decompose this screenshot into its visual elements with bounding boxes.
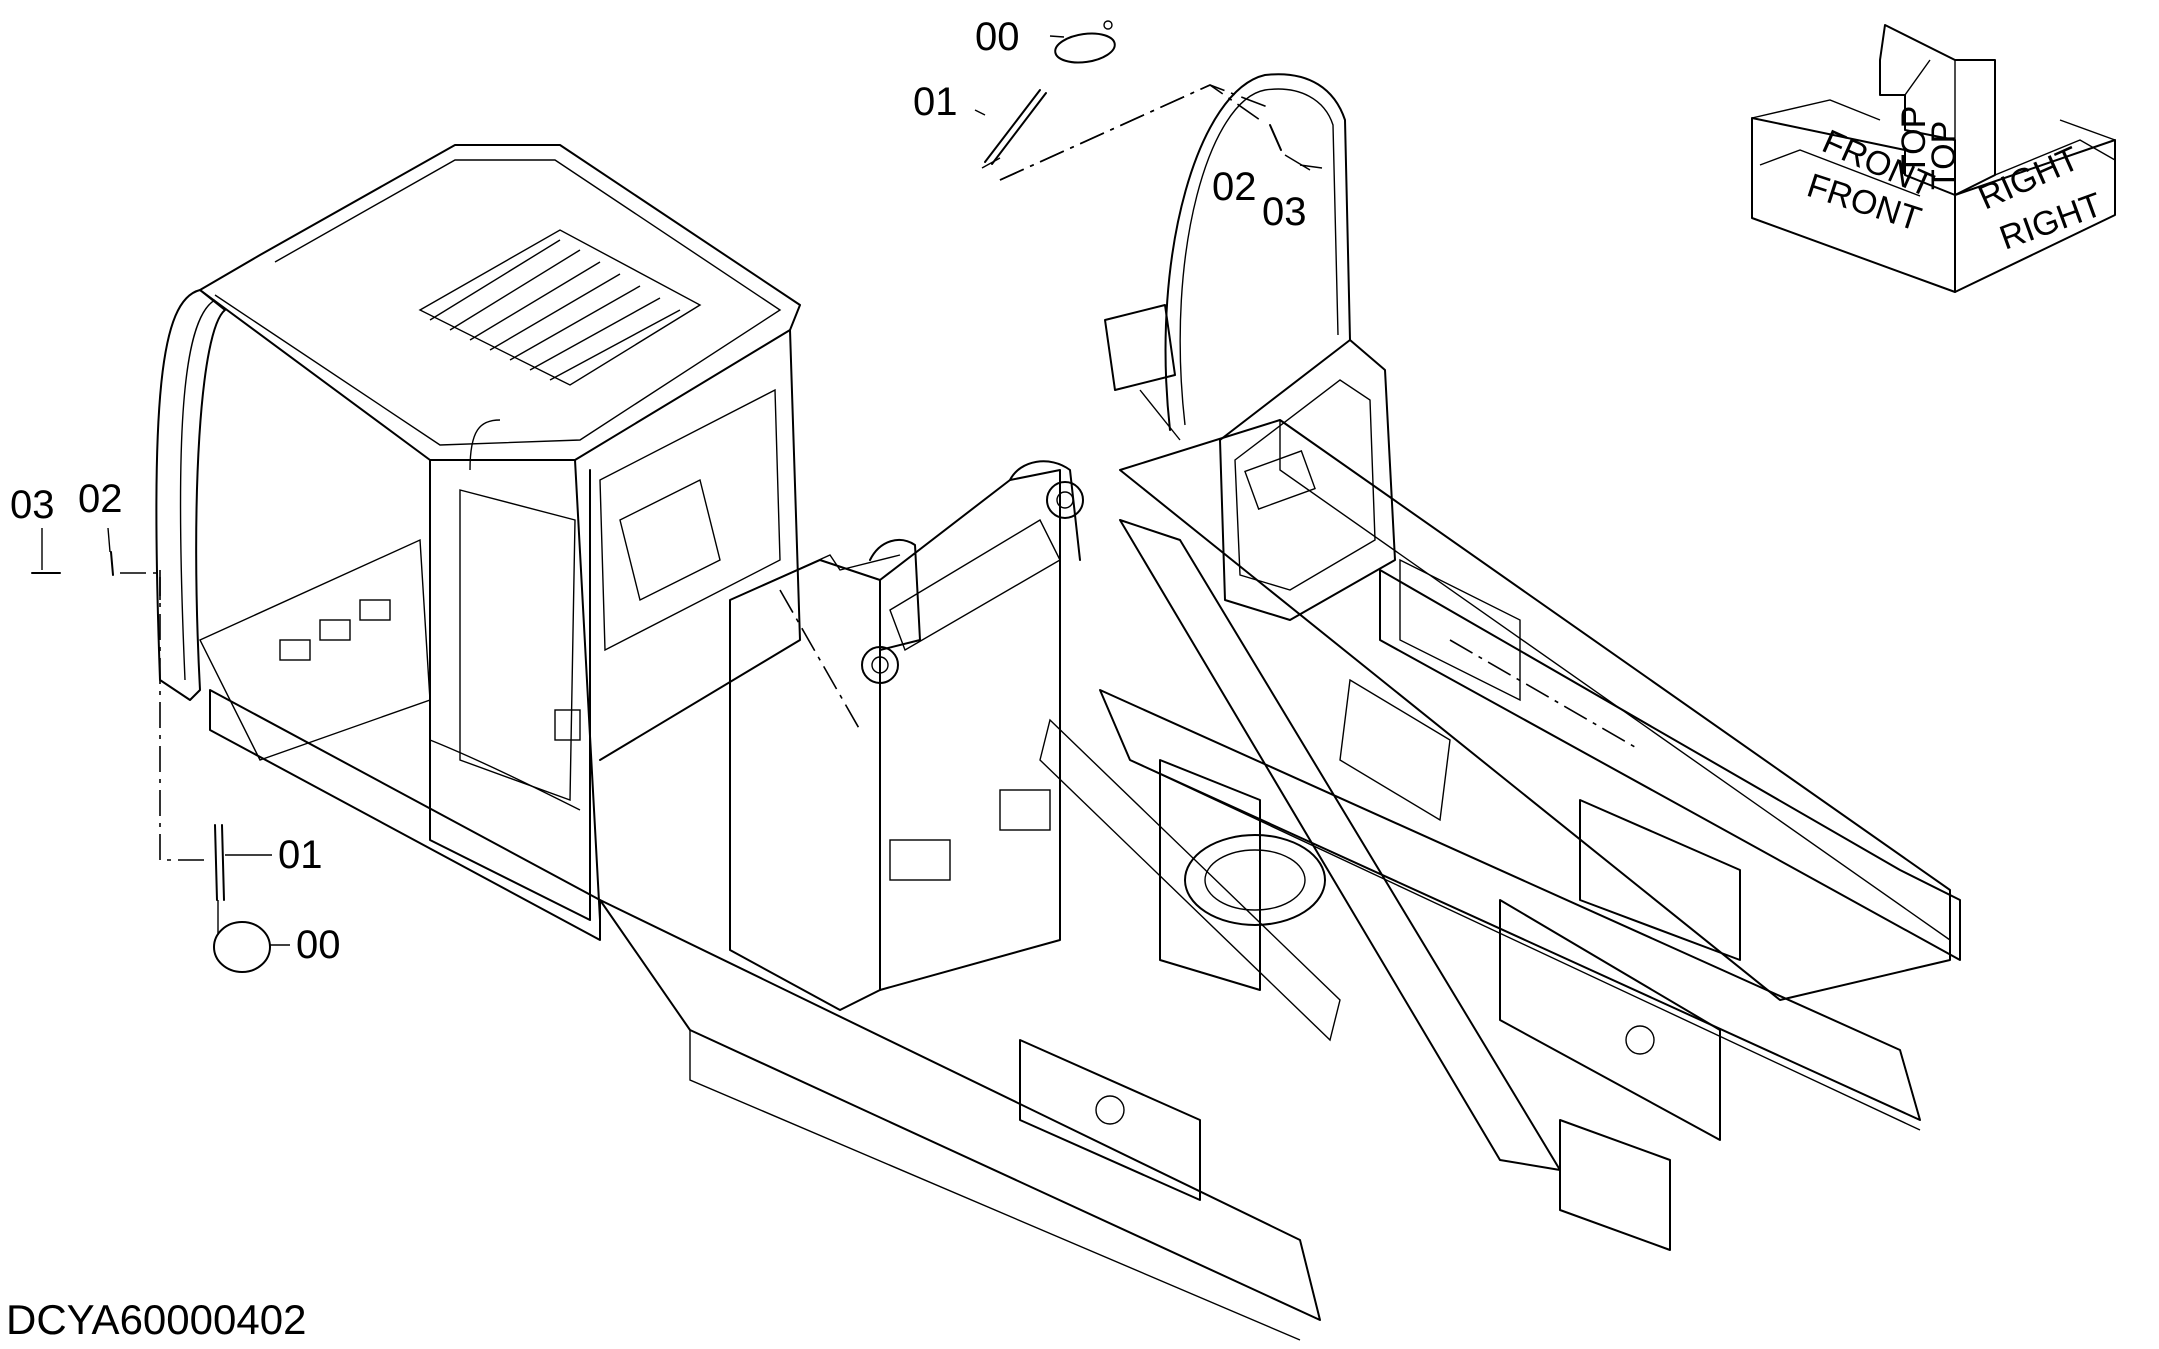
pin-part-02-right	[1269, 124, 1282, 151]
rod-part-01-top	[984, 89, 1041, 163]
callout-02-left: 02	[78, 477, 123, 521]
pin-part-03-right	[1299, 164, 1323, 169]
ring-part-00-top	[1054, 32, 1116, 64]
assembly-leader-lines	[159, 84, 1641, 861]
callout-00-top: 00	[975, 15, 1020, 59]
callout-00-lower: 00	[296, 923, 341, 967]
callout-02-right: 02	[1212, 165, 1257, 209]
orientation-indicator: TOP TOP FRONT FRONT RIGHT RIGHT	[1751, 24, 2116, 293]
orientation-top-label-shadow: TOP	[1925, 121, 1963, 190]
ring-part-00-lower	[213, 921, 271, 973]
boom-mount	[729, 460, 1084, 1011]
main-frame	[599, 419, 1961, 1341]
callout-03-left: 03	[10, 483, 55, 527]
callout-group-left: 03 02 01 00	[10, 477, 341, 973]
orientation-top-label: TOP	[1895, 106, 1933, 175]
pin-part-02-left	[110, 551, 114, 576]
drawing-code: DCYA60000402	[6, 1296, 306, 1343]
callout-group-top: 00 01 02 03	[913, 15, 1323, 234]
operator-cab	[155, 144, 801, 941]
rod-part-01-lower	[214, 824, 218, 901]
rear-rollover-frame	[1104, 73, 1396, 621]
callout-03-right: 03	[1262, 190, 1307, 234]
callout-01-top: 01	[913, 80, 958, 124]
callout-01-lower: 01	[278, 833, 323, 877]
